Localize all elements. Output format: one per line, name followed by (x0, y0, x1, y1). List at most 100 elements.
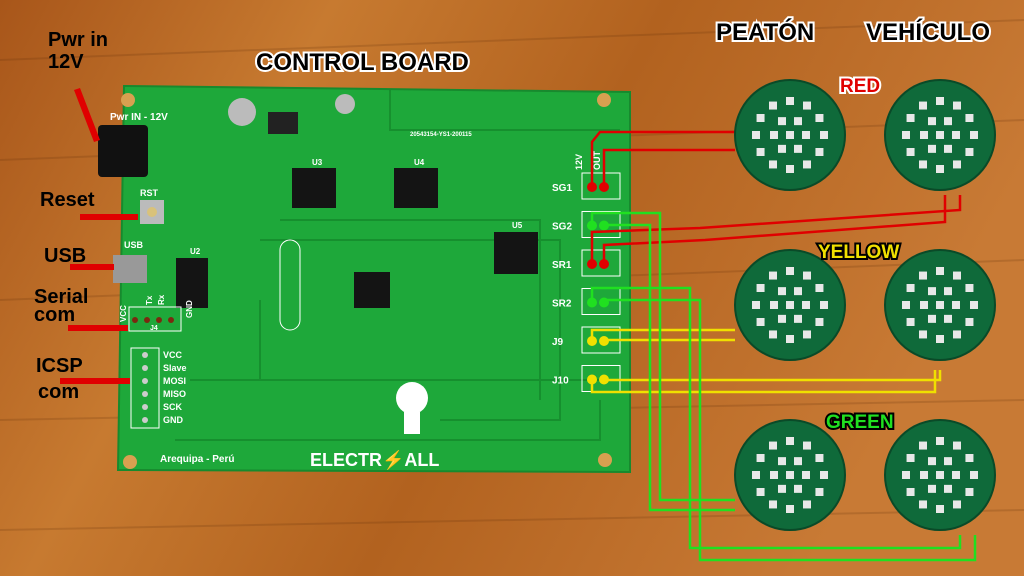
usb-port[interactable] (113, 255, 147, 283)
pin-out-label: OUT (592, 151, 602, 171)
led (778, 314, 786, 323)
icsp-pin-label: MISO (163, 389, 186, 399)
led (902, 131, 910, 139)
capacitor (335, 94, 355, 114)
led (803, 101, 811, 110)
chip-u4 (394, 168, 438, 208)
column-pedestrian: PEATÓN (716, 18, 814, 46)
output-connector (581, 249, 621, 277)
led (756, 148, 765, 156)
led (953, 160, 961, 169)
led (820, 131, 828, 139)
led (928, 144, 936, 153)
led (803, 330, 811, 339)
led (928, 457, 936, 466)
pin-label: Rx (157, 294, 166, 305)
led (953, 441, 961, 450)
led (919, 500, 927, 509)
column-vehicle: VEHÍCULO (866, 18, 990, 46)
callout-reset: Reset (40, 189, 95, 211)
icsp-pin-label: MOSI (163, 376, 186, 386)
wire-terminal (587, 374, 597, 385)
led (820, 301, 828, 309)
led (919, 330, 927, 339)
led-disc (734, 79, 846, 191)
led (906, 284, 915, 292)
led (944, 144, 952, 153)
led (953, 101, 961, 110)
led (920, 471, 928, 479)
callout-usb: USB (44, 245, 86, 267)
led (965, 488, 974, 496)
led (902, 301, 910, 309)
led (794, 117, 802, 126)
led (770, 131, 778, 139)
led (786, 131, 794, 139)
led (803, 441, 811, 450)
group-label-red: RED (840, 76, 880, 97)
led (769, 330, 777, 339)
callout-icsp-line2: com (38, 381, 79, 403)
led (769, 500, 777, 509)
led (769, 271, 777, 280)
crystal (279, 239, 301, 331)
control-board: Pwr IN - 12V 20543154-YS1-200115 U3 U4 U… (98, 84, 631, 474)
chip-label: U4 (414, 158, 425, 167)
led-disc (884, 419, 996, 531)
led (952, 131, 960, 139)
led (952, 301, 960, 309)
led (920, 131, 928, 139)
led (953, 271, 961, 280)
chip-label: U5 (512, 221, 523, 230)
led (919, 101, 927, 110)
led (936, 267, 944, 275)
led (803, 500, 811, 509)
led (794, 287, 802, 296)
led (756, 454, 765, 462)
led (794, 484, 802, 493)
led (815, 488, 824, 496)
led (936, 335, 944, 343)
regulator (268, 112, 298, 134)
pin-label: VCC (119, 305, 128, 322)
led (906, 148, 915, 156)
led (944, 287, 952, 296)
led (936, 301, 944, 309)
led (769, 101, 777, 110)
wire-terminal (587, 297, 597, 308)
pin-label: Tx (145, 295, 154, 305)
wire-terminal (587, 336, 597, 346)
led (815, 114, 824, 122)
icsp-pin-label: SCK (163, 402, 183, 412)
callout-power-line1: Pwr in (48, 29, 108, 51)
led (803, 271, 811, 280)
led (928, 484, 936, 493)
led (802, 471, 810, 479)
led (803, 160, 811, 169)
connector-label: J10 (552, 376, 569, 387)
icsp-pin-label: GND (163, 415, 184, 425)
led (786, 335, 794, 343)
led (778, 484, 786, 493)
led (936, 131, 944, 139)
led (965, 148, 974, 156)
rst-silkscreen: RST (140, 188, 159, 198)
led (815, 284, 824, 292)
led (786, 267, 794, 275)
led (906, 454, 915, 462)
led (906, 318, 915, 326)
led (815, 454, 824, 462)
chip-label: U3 (312, 158, 323, 167)
led (752, 471, 760, 479)
usb-silkscreen: USB (124, 240, 144, 250)
led (815, 148, 824, 156)
reset-button-cap (147, 207, 157, 217)
led (965, 114, 974, 122)
callout-serial-line2: com (34, 304, 75, 326)
led (936, 505, 944, 513)
led (965, 454, 974, 462)
led (815, 318, 824, 326)
chip-u3 (292, 168, 336, 208)
led (970, 131, 978, 139)
